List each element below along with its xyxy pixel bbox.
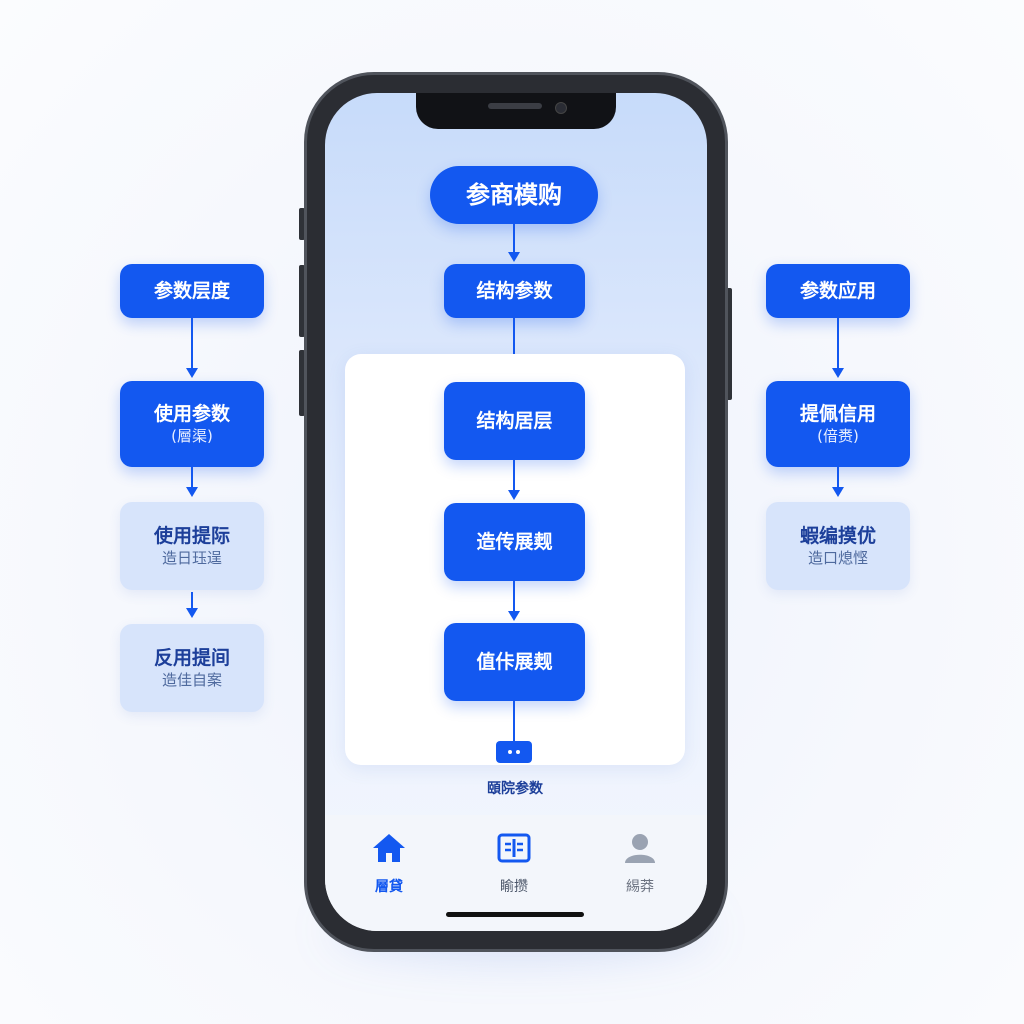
left-arrow-1 [186,318,198,378]
flow-node-2-label: 结构居层 [476,410,553,432]
left-node-2-sub: (層渠) [171,427,213,445]
left-node-3-label: 使用提际 [153,525,230,547]
left-node-2[interactable]: 使用参数 (層渠) [120,381,264,467]
right-node-2-label: 提佩信用 [799,403,876,425]
right-node-2[interactable]: 提佩信用 (偣赉) [766,381,910,467]
flow-node-3[interactable]: 造传展觌 [444,503,585,581]
arrow-2-to-3 [508,460,520,500]
phone-power-button [726,288,732,400]
tab-home-label: 層貸 [375,879,403,895]
flow-top-node-label: 参商模购 [466,181,562,209]
right-arrow-2 [832,467,844,497]
phone-notch [416,93,616,129]
left-node-4-sub: 造佳自案 [161,671,222,689]
left-node-1[interactable]: 参数层度 [120,264,264,318]
left-node-3[interactable]: 使用提际 造日珏逞 [120,502,264,590]
left-node-3-sub: 造日珏逞 [161,549,222,567]
right-node-3-label: 蝦编摸优 [799,525,876,547]
flow-node-4[interactable]: 值佧展觌 [444,623,585,701]
tab-library-label: 睮攒 [500,879,528,895]
book-icon [469,832,559,868]
flow-node-1[interactable]: 结构参数 [444,264,585,318]
flow-node-2[interactable]: 结构居层 [444,382,585,460]
right-node-1-label: 参数应用 [799,280,876,302]
user-icon [595,832,685,868]
right-node-3[interactable]: 蝦编摸优 造口熄悭 [766,502,910,590]
left-node-4[interactable]: 反用提间 造佳自案 [120,624,264,712]
right-node-2-sub: (偣赉) [817,427,859,445]
flow-top-node[interactable]: 参商模购 [430,166,598,224]
home-indicator [446,912,584,917]
flow-caption: 頤院参数 [487,781,543,797]
phone-silent-switch [299,208,305,240]
phone-volume-down [299,350,305,416]
flow-node-1-label: 结构参数 [476,280,553,302]
tab-profile[interactable]: 緆莽 [595,832,685,896]
arrow-3-to-4 [508,581,520,621]
left-node-4-label: 反用提间 [153,647,230,669]
tab-profile-label: 緆莽 [626,879,654,895]
left-arrow-2 [186,467,198,497]
left-node-1-label: 参数层度 [153,280,230,302]
right-arrow-1 [832,318,844,378]
phone-volume-up [299,265,305,337]
right-node-1[interactable]: 参数应用 [766,264,910,318]
tab-library[interactable]: 睮攒 [469,832,559,896]
flow-end-node[interactable] [496,741,532,763]
tab-home[interactable]: 層貸 [344,832,434,896]
flow-node-3-label: 造传展觌 [476,531,553,553]
front-camera [555,102,567,114]
phone-speaker [488,103,542,109]
left-node-2-label: 使用参数 [153,403,230,425]
flow-node-4-label: 值佧展觌 [476,651,553,673]
home-icon [344,832,434,868]
right-node-3-sub: 造口熄悭 [807,549,868,567]
arrow-top-to-1 [508,224,520,262]
left-arrow-3 [186,592,198,618]
line-4-to-end [513,701,515,741]
